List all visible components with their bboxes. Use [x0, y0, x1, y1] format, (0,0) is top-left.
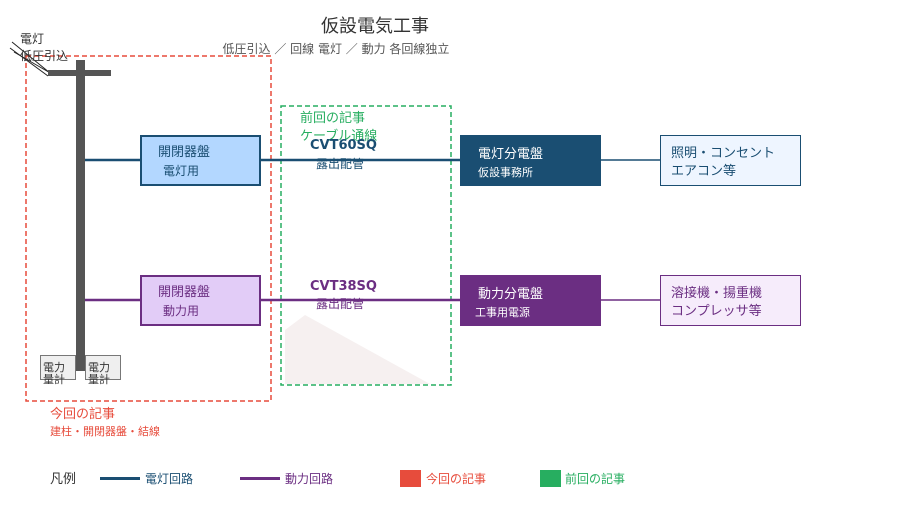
legend-current-label: 今回の記事 — [426, 472, 487, 486]
lighting-panel: 電灯分電盤 仮設事務所 — [460, 135, 601, 186]
power-panel: 動力分電盤 工事用電源 — [460, 275, 601, 326]
previous-article-label: 前回の記事 ケーブル通線 — [300, 112, 377, 143]
current-article-title: 今回の記事 — [50, 407, 116, 422]
previous-article-scope: ケーブル通線 — [300, 129, 378, 144]
load-line1: 照明・コンセント — [671, 146, 776, 161]
meter-box: 電力 量計 — [85, 355, 121, 385]
panel-title: 電灯分電盤 — [478, 147, 544, 162]
panel-sub: 仮設事務所 — [478, 166, 533, 179]
meter-label: 量計 — [43, 373, 65, 386]
meter-label: 量計 — [88, 373, 110, 386]
diagram-title: 仮設電気工事 — [321, 16, 429, 37]
service-entry-label: 電灯 低圧引込 — [20, 33, 68, 62]
previous-article-frame — [280, 105, 452, 386]
legend-power-swatch — [240, 477, 280, 480]
legend-previous-label: 前回の記事 — [565, 472, 626, 486]
current-article-frame — [25, 55, 272, 402]
load-line2: エアコン等 — [671, 164, 737, 179]
utility-pole — [76, 60, 85, 371]
lighting-loads: 照明・コンセント エアコン等 — [660, 135, 801, 186]
legend-lighting-label: 電灯回路 — [145, 472, 194, 486]
switchgear-title: 開閉器盤 — [158, 285, 211, 300]
service-drop-wire — [9, 47, 49, 77]
legend-lighting-swatch — [100, 477, 140, 480]
load-line2: コンプレッサ等 — [671, 304, 762, 319]
legend-current-swatch — [400, 470, 421, 487]
diagram-subtitle: 低圧引込 ／ 回線 電灯 ／ 動力 各回線独立 — [222, 42, 450, 56]
legend-power-label: 動力回路 — [285, 472, 334, 486]
power-cable-method: 露出配管 — [316, 297, 365, 311]
legend-previous-swatch — [540, 470, 561, 487]
current-article-scope: 建柱・開閉器盤・結線 — [50, 425, 160, 438]
service-entry-line2: 低圧引込 — [20, 49, 69, 63]
service-drop-wire — [11, 41, 51, 74]
panel-title: 動力分電盤 — [478, 287, 544, 302]
background-shading — [285, 315, 430, 384]
panel-sub: 工事用電源 — [475, 306, 530, 319]
power-loads: 溶接機・揚重機 コンプレッサ等 — [660, 275, 801, 326]
lighting-switchgear: 開閉器盤 電灯用 — [140, 135, 261, 186]
lighting-cable-method: 露出配管 — [316, 157, 365, 171]
switchgear-title: 開閉器盤 — [158, 145, 211, 160]
power-cable-spec: CVT38SQ — [310, 279, 377, 294]
power-switchgear: 開閉器盤 動力用 — [140, 275, 261, 326]
switchgear-sub: 動力用 — [163, 304, 200, 318]
meter-label: 電力 — [88, 361, 110, 374]
lighting-cable-spec: CVT60SQ — [310, 138, 377, 153]
load-line1: 溶接機・揚重機 — [671, 286, 763, 301]
meter-label: 電力 — [43, 361, 65, 374]
meter-box: 電力 量計 — [40, 355, 76, 385]
legend-title: 凡例 — [50, 472, 77, 487]
switchgear-sub: 電灯用 — [163, 164, 200, 178]
previous-article-title: 前回の記事 — [300, 111, 366, 126]
service-drop-wire — [13, 51, 53, 75]
service-entry-line1: 電灯 — [20, 32, 45, 46]
